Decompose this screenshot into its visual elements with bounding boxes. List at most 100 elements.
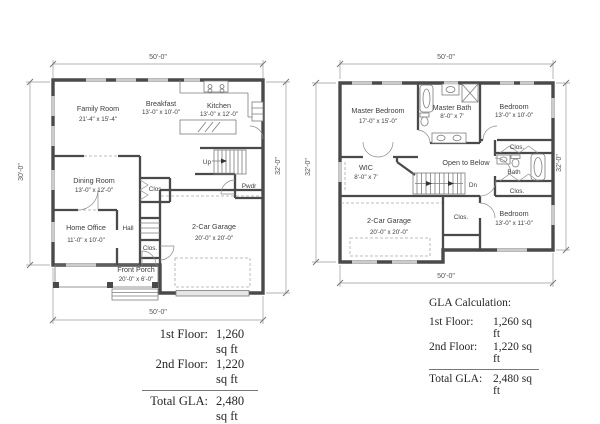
dim-label-top: 50'-0" <box>437 54 455 61</box>
down-arrow-1 <box>426 181 432 186</box>
room-size-bedroom-2: 13'-0" x 11'-0" <box>495 220 533 227</box>
room-label-kitchen: Kitchen <box>207 101 231 110</box>
kitchen-counter <box>179 80 263 118</box>
door-swings <box>362 125 539 219</box>
label-bath: Bath <box>507 169 521 176</box>
label-closet-2: Clos. <box>510 188 525 195</box>
dashed-lines <box>341 162 442 204</box>
windows <box>51 78 200 267</box>
hall-bath-sink <box>499 156 508 163</box>
shower-x <box>461 83 479 103</box>
label-closet-1: Clos. <box>149 186 164 193</box>
hall-bath-vanity <box>496 154 511 165</box>
room-size-kitchen: 13'-0" x 12'-0" <box>200 111 238 118</box>
toilet-bowl <box>420 116 429 127</box>
room-size-master-bedroom: 17'-0" x 15'-0" <box>359 118 397 125</box>
garage-ceiling-dashed <box>174 257 251 288</box>
room-label-master-bath: Master Bath <box>433 103 472 112</box>
kitchen-peninsula <box>179 119 237 135</box>
master-tub-basin <box>422 88 431 109</box>
porch-step-lines <box>112 292 158 297</box>
vanity-top <box>441 83 460 96</box>
kitchen-fixtures <box>179 80 264 135</box>
dim-label-bottom: 50'-0" <box>149 309 167 316</box>
garage-door <box>175 290 250 297</box>
room-size-bedroom-1: 13'-0" x 10'-0" <box>495 112 533 119</box>
second-floor-dimensions: 50'-0" 50'-0" 32'-0" 32'-0" <box>305 54 570 287</box>
gla-rows: 1st Floor: 1,260 sq ft 2nd Floor: 1,220 … <box>429 316 539 366</box>
room-size-master-bath: 8'-0" x 7' <box>440 113 463 120</box>
gla-calculation: GLA Calculation: 1st Floor: 1,260 sq ft … <box>429 297 539 398</box>
room-size-garage-1: 20'-0" x 20'-0" <box>195 235 233 242</box>
toilet-tank <box>419 112 430 118</box>
second-floor-value: 1,220 sq ft <box>493 340 532 366</box>
first-floor-plan: 50'-0" 50'-0" 30'-0" 32'-0" <box>18 54 290 324</box>
total-gla-row: Total GLA: 2,480 sq ft <box>429 368 539 398</box>
stove-burners <box>207 84 225 94</box>
first-floor-value: 1,260 sq ft <box>216 327 245 356</box>
cased-openings <box>78 155 118 211</box>
room-size-front-porch: 20'-0" x 6'-0" <box>119 276 154 283</box>
floor-area-rows: 1st Floor: 1,260 sq ft 2nd Floor: 1,220 … <box>142 327 258 387</box>
porch-steps <box>111 288 159 301</box>
windows <box>338 81 555 264</box>
pantry <box>251 101 264 122</box>
room-size-family-room: 21'-4" x 15'-4" <box>79 116 117 123</box>
pantry-shelves <box>252 107 263 115</box>
porch-deck <box>54 264 159 288</box>
dim-label-left: 30'-0" <box>18 163 25 181</box>
label-closet-2: Clos. <box>143 245 158 252</box>
label-stairs-down: Dn <box>469 182 478 189</box>
dim-label-left: 32'-0" <box>305 158 312 176</box>
second-floor-value: 1,220 sq ft <box>216 357 245 386</box>
total-gla-label: Total GLA: <box>429 372 483 385</box>
first-floor-label: 1st Floor: <box>159 327 208 341</box>
second-floor-plan: 50'-0" 50'-0" 32'-0" 32'-0" <box>305 54 570 287</box>
room-label-breakfast: Breakfast <box>146 99 176 108</box>
second-floor-labels: Master Bedroom 17'-0" x 15'-0" Master Ba… <box>351 102 533 236</box>
stairs-up <box>212 149 247 175</box>
room-label-wic: WIC <box>359 163 373 172</box>
room-size-garage-2: 20'-0" x 20'-0" <box>370 229 408 236</box>
double-vanity <box>431 132 467 144</box>
basement-stair-treads <box>140 222 160 234</box>
first-floor-value: 1,260 sq ft <box>493 315 532 341</box>
gla-calculation-title: GLA Calculation: <box>429 297 512 309</box>
total-gla-label: Total GLA: <box>150 394 208 408</box>
total-gla-value: 2,480 sq ft <box>493 372 532 398</box>
master-tub <box>419 84 434 113</box>
dim-ticks <box>26 60 290 324</box>
hall-toilet-tank <box>510 154 521 159</box>
floor-plan-sheet: 50'-0" 50'-0" 30'-0" 32'-0" <box>18 54 570 324</box>
door-swings <box>77 125 264 266</box>
room-label-family-room: Family Room <box>77 104 119 113</box>
label-open-to-below: Open to Below <box>442 158 490 167</box>
bathroom-fixtures <box>419 83 546 181</box>
second-floor-label: 2nd Floor: <box>429 340 478 353</box>
room-label-front-porch: Front Porch <box>117 265 155 274</box>
room-label-dining-room: Dining Room <box>73 176 115 185</box>
sink-2 <box>452 134 462 142</box>
second-floor-label: 2nd Floor: <box>155 357 208 371</box>
dim-ticks <box>312 60 570 287</box>
room-label-garage-2: 2-Car Garage <box>367 216 411 225</box>
room-size-dining-room: 13'-0" x 12'-0" <box>75 187 113 194</box>
dim-label-bottom: 50'-0" <box>437 273 455 280</box>
total-gla-value: 2,480 sq ft <box>216 394 245 423</box>
down-arrow-2 <box>448 181 454 186</box>
dim-lines <box>315 63 567 284</box>
front-porch-structure <box>53 264 159 301</box>
room-size-breakfast: 13'-0" x 10'-0" <box>142 109 180 116</box>
dim-extension-lines <box>312 60 570 287</box>
room-label-garage-1: 2-Car Garage <box>192 222 236 231</box>
dim-label-right: 32'-0" <box>275 157 282 175</box>
hall-bath-tub <box>530 153 546 181</box>
garage-ceiling-dashed <box>349 237 431 257</box>
first-floor-labels: Family Room 21'-4" x 15'-4" Breakfast 13… <box>66 99 257 283</box>
stair-outline <box>412 172 466 195</box>
dim-extension-lines <box>26 60 290 324</box>
stove <box>203 80 229 93</box>
first-floor-label: 1st Floor: <box>429 315 474 328</box>
total-gla-row: Total GLA: 2,480 sq ft <box>142 390 258 424</box>
hall-tub-basin <box>533 157 543 177</box>
